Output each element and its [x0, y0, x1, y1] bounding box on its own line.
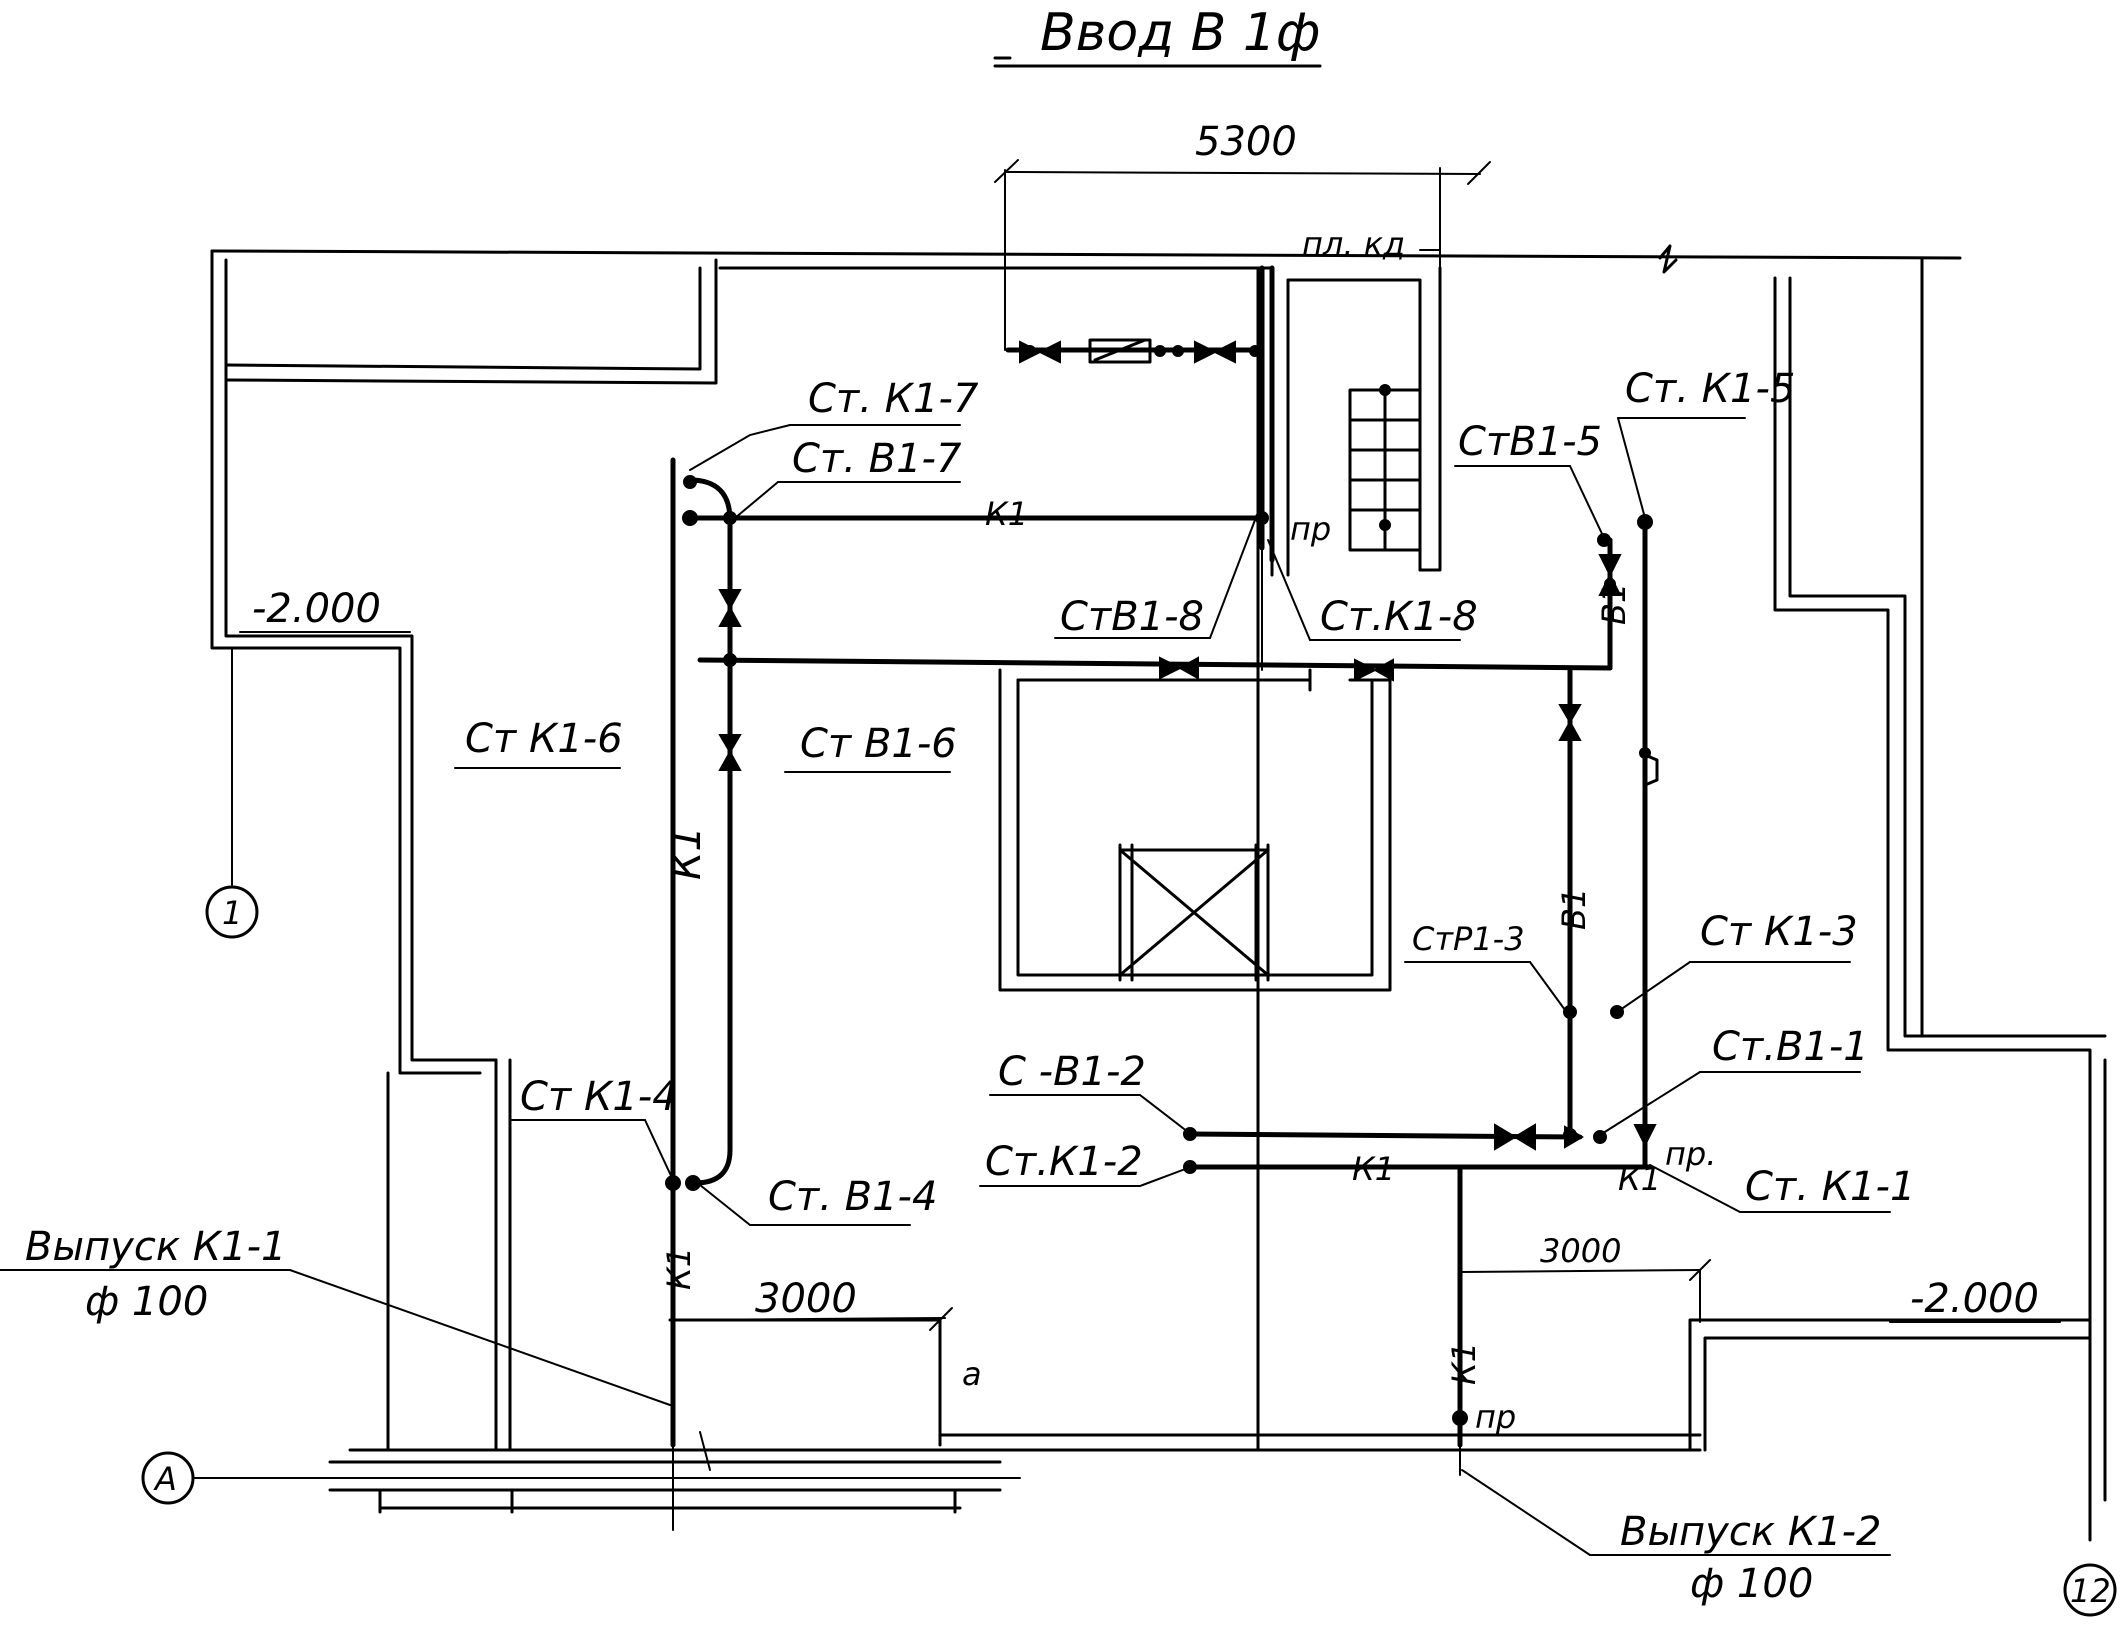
- axis-a-label: А: [153, 1460, 177, 1498]
- mark-k1-bottom: К1: [1352, 1150, 1395, 1188]
- label-ct-b1-6: Ст В1-6: [800, 721, 957, 767]
- label-ct-k1-1: Ст. К1-1: [1745, 1164, 1915, 1210]
- dimension-lines: 5300 3000 3000: [672, 119, 1711, 1331]
- building-walls: [210, 244, 2107, 1542]
- dim-bottom-left: 3000: [755, 1276, 857, 1322]
- label-ct-b1-5: СтВ1-5: [1458, 419, 1602, 465]
- level-left: -2.000: [252, 586, 381, 632]
- mark-k1-left: К1: [664, 826, 710, 880]
- drawing-title: Ввод В 1ф: [993, 3, 1322, 68]
- label-ct-k1-2: Ст.К1-2: [985, 1139, 1143, 1185]
- pipes: [665, 169, 1659, 1531]
- label-ct-k1-7: Ст. К1-7: [808, 376, 979, 422]
- outlet-labels: Выпуск К1-1 ф 100 Выпуск К1-2 ф 100: [0, 1224, 1891, 1607]
- mark-pr-bottom: пр: [1475, 1398, 1516, 1436]
- mark-pr-right: пр.: [1665, 1135, 1716, 1173]
- axis-12-label: 12: [2070, 1572, 2111, 1610]
- label-ct-b1-8: СтВ1-8: [1060, 594, 1204, 640]
- label-ct-b1-1: Ст.В1-1: [1712, 1024, 1869, 1070]
- label-ct-k1-4: Ст К1-4: [520, 1074, 678, 1120]
- central-shaft: [998, 668, 1392, 992]
- label-ct-b1-4: Ст. В1-4: [768, 1174, 937, 1220]
- mark-k1-top: К1: [985, 495, 1028, 533]
- axis-1-label: 1: [222, 894, 242, 932]
- label-vypusk-1-d: ф 100: [85, 1279, 208, 1325]
- label-vypusk-2-d: ф 100: [1690, 1561, 1813, 1607]
- axis-a-circle: [141, 1451, 195, 1505]
- label-a: а: [962, 1355, 982, 1393]
- mark-pr-top: пр: [1290, 510, 1331, 548]
- label-ct-k1-5: Ст. К1-5: [1625, 366, 1795, 412]
- stair-shaft: [1256, 266, 1442, 1452]
- dim-top: 5300: [1195, 119, 1297, 165]
- label-ct-k1-8: Ст.К1-8: [1320, 594, 1478, 640]
- pipe-marks: К1 К1 К1 К1 К1 К1 В1 В1 пр пр. пр: [660, 495, 1716, 1436]
- label-c-b1-2: С -В1-2: [998, 1049, 1146, 1095]
- dim-bottom-right: 3000: [1540, 1232, 1621, 1270]
- label-vypusk-2: Выпуск К1-2: [1620, 1509, 1881, 1555]
- label-ct-p1-3: СтР1-3: [1412, 920, 1525, 958]
- mark-k1-right-low: К1: [1445, 1342, 1483, 1385]
- level-marks: -2.000 -2.000: [239, 586, 2061, 1323]
- label-ct-k1-6: Ст К1-6: [465, 716, 623, 762]
- riser-labels: Ст. К1-7 Ст. В1-7 СтВ1-8 Ст.К1-8 СтВ1-5 …: [454, 366, 1915, 1226]
- label-ct-b1-7: Ст. В1-7: [792, 436, 962, 482]
- axis-1-circle: [205, 885, 259, 939]
- title-text: Ввод В 1ф: [1040, 3, 1320, 63]
- mark-k1-corner: К1: [1618, 1160, 1661, 1198]
- label-pl-kd: пл. кд: [1302, 225, 1405, 263]
- label-vypusk-1: Выпуск К1-1: [25, 1224, 286, 1270]
- mark-b1-right: В1: [1595, 583, 1633, 625]
- misc-labels: пл. кд а: [962, 225, 1405, 1393]
- level-right: -2.000: [1910, 1276, 2039, 1322]
- label-ct-k1-3: Ст К1-3: [1700, 909, 1858, 955]
- mark-b1-mid: В1: [1555, 888, 1593, 930]
- axis-12-circle: [2063, 1563, 2117, 1617]
- axis-markers: 1 А 12: [141, 647, 2117, 1617]
- mark-k1-left-low: К1: [660, 1247, 698, 1290]
